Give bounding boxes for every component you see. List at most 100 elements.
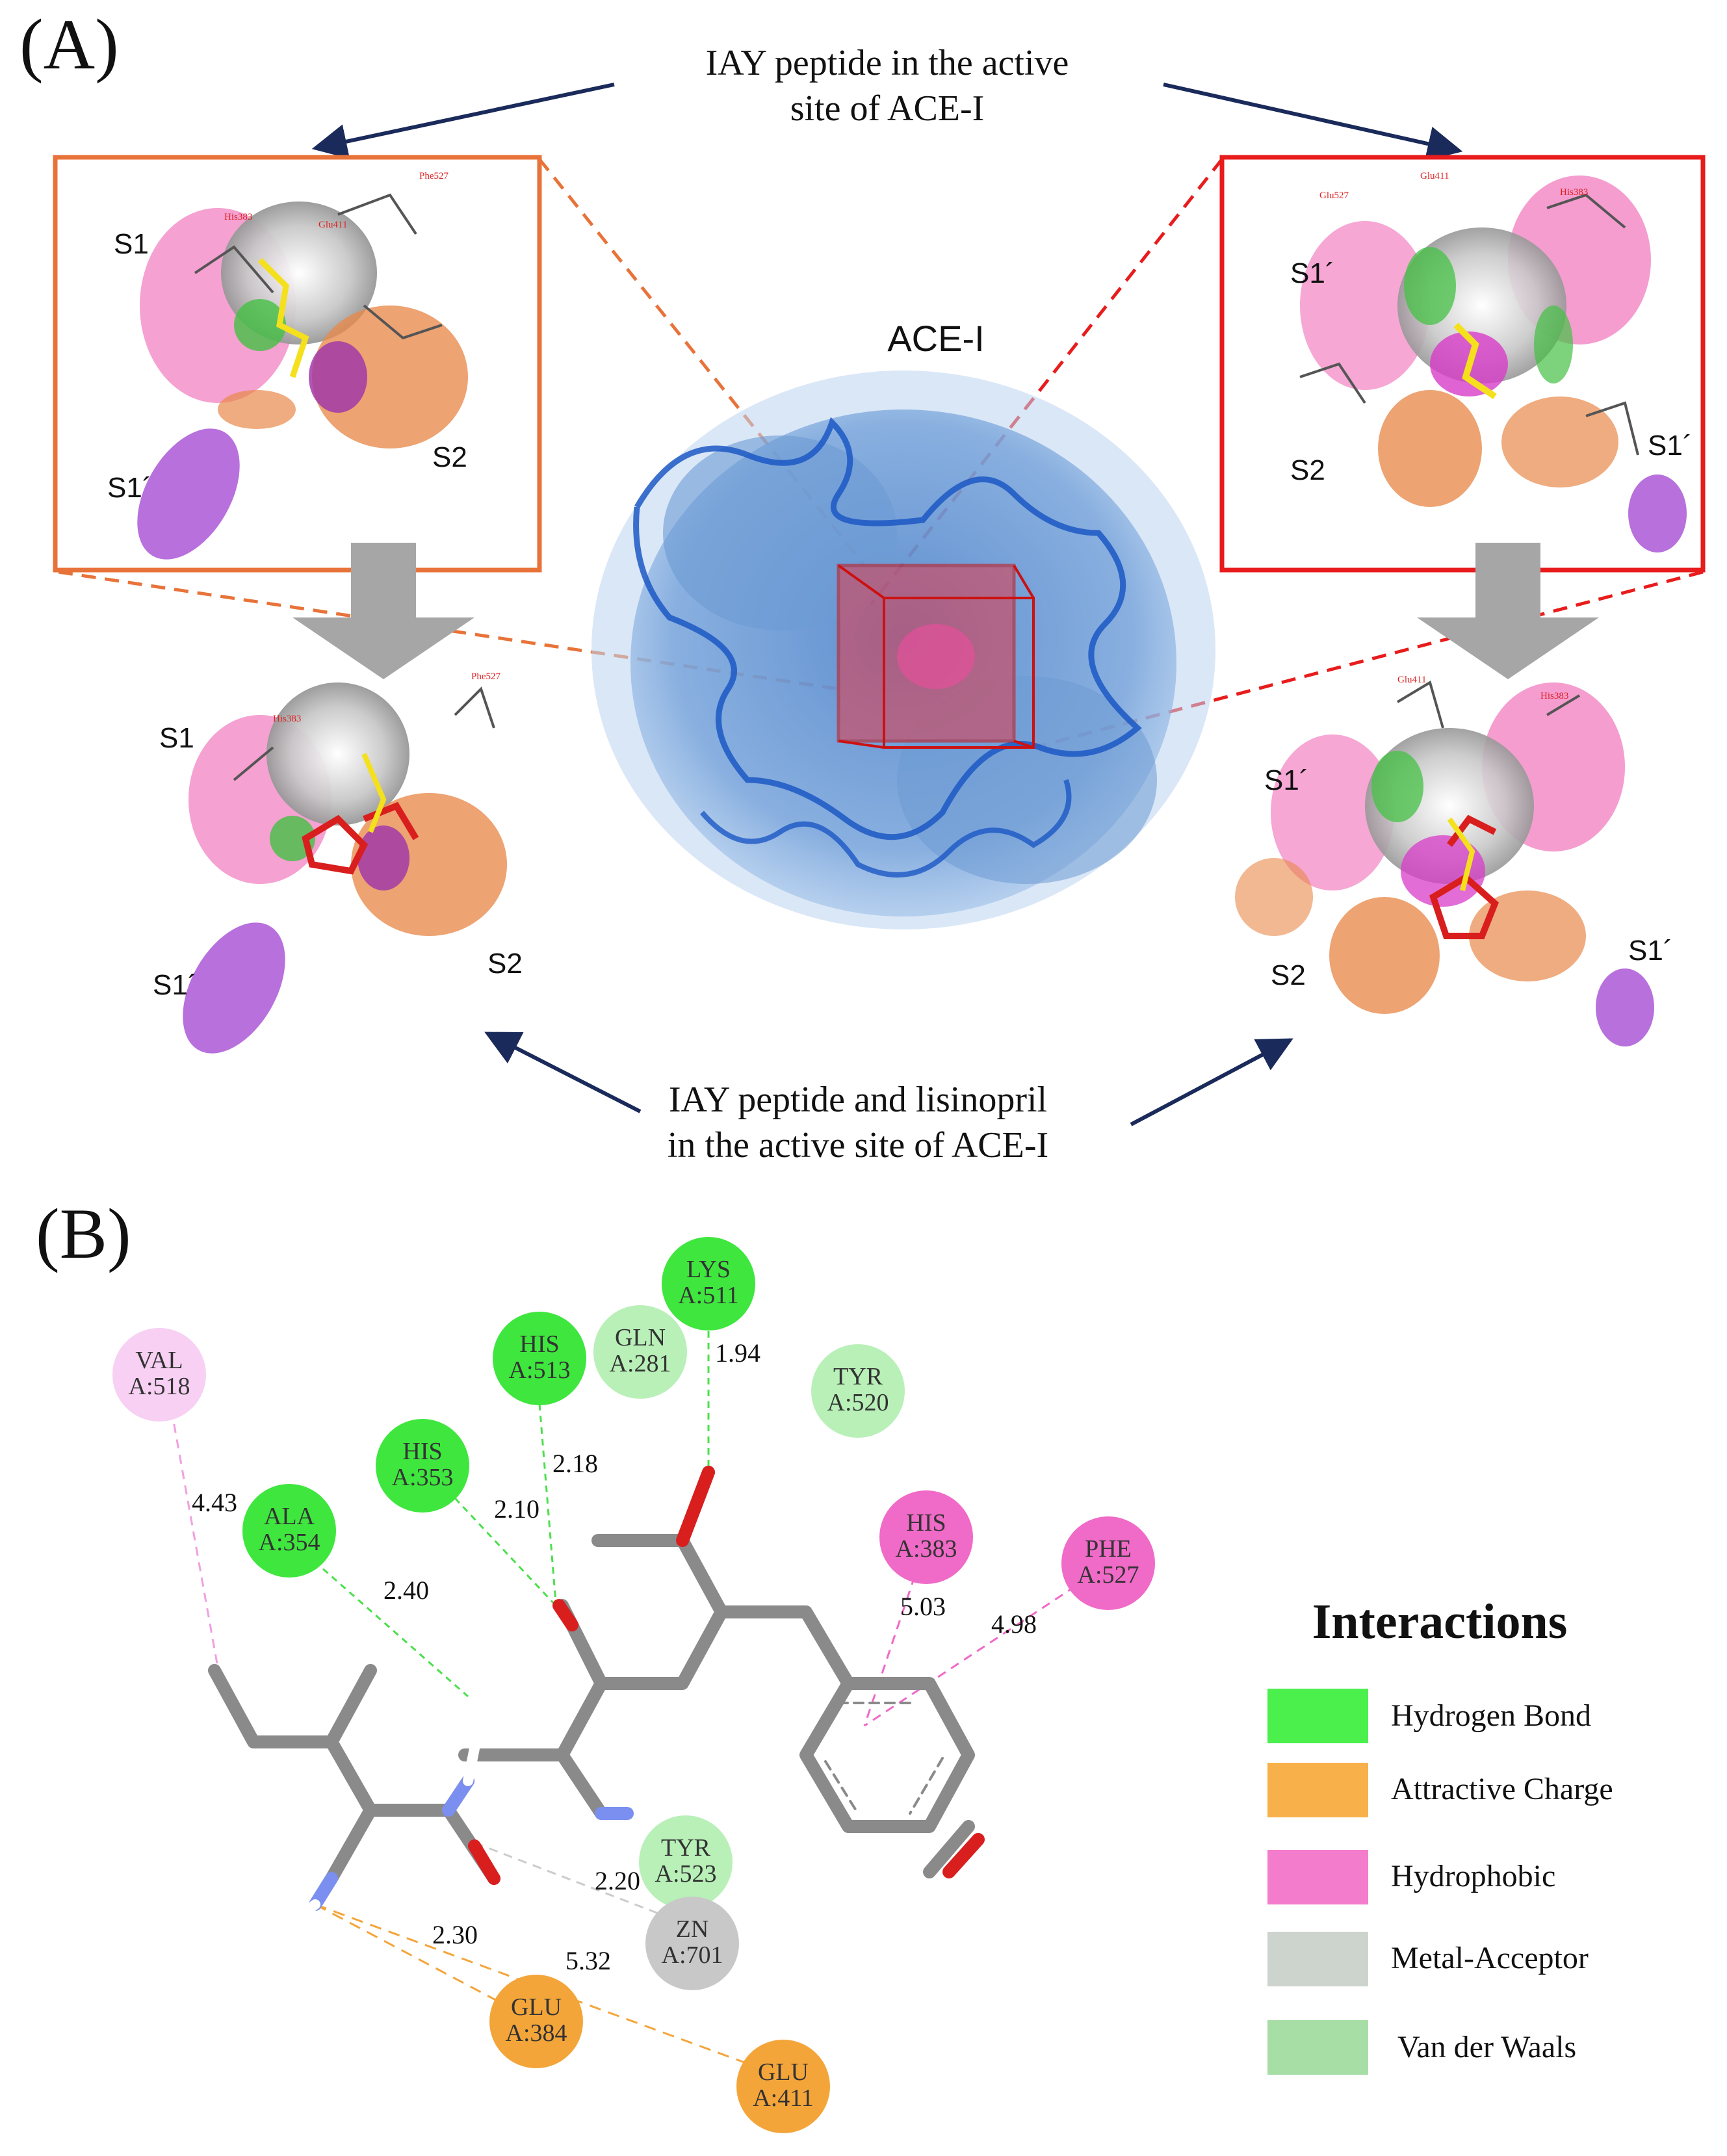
hydrophobic-line bbox=[164, 1377, 219, 1668]
hydrophobic-line bbox=[864, 1585, 1076, 1727]
residue-his-513: HIS A:513 bbox=[493, 1312, 586, 1405]
right-top-view: S1´ S2 S1´ Glu411 His383 Glu527 bbox=[1219, 155, 1706, 573]
svg-text:VAL: VAL bbox=[135, 1347, 183, 1374]
arrow-to-right-top bbox=[1163, 83, 1463, 161]
svg-text:A:383: A:383 bbox=[896, 1535, 957, 1563]
site-label-s2: S2 bbox=[487, 948, 523, 980]
bottom-caption-line-1: IAY peptide and lisinopril bbox=[669, 1080, 1047, 1120]
svg-text:LYS: LYS bbox=[686, 1256, 731, 1283]
left-top-view: S1 S1´ S2 His383 Glu411 Phe527 bbox=[53, 155, 542, 573]
site-label-s1-prime-2: S1´ bbox=[1628, 935, 1672, 967]
distance-labels: 1.94 2.18 2.10 4.43 2.40 5.03 4.98 2.20 … bbox=[192, 1338, 1037, 1975]
svg-text:A:384: A:384 bbox=[506, 2020, 567, 2047]
hydrophobic-line bbox=[863, 1561, 921, 1726]
residue-label: His383 bbox=[273, 714, 301, 724]
distance-label: 2.10 bbox=[494, 1494, 539, 1524]
site-label-s1-prime-2: S1´ bbox=[1648, 430, 1692, 461]
residue-zn-701: ZN A:701 bbox=[645, 1897, 739, 1990]
svg-text:A:511: A:511 bbox=[678, 1282, 739, 1309]
residue-gln-281: GLN A:281 bbox=[593, 1305, 687, 1399]
residue-label: His383 bbox=[1560, 187, 1588, 198]
distance-label: 2.30 bbox=[432, 1920, 478, 1949]
residue-tyr-523: TYR A:523 bbox=[639, 1815, 733, 1909]
svg-text:Van der Waals: Van der Waals bbox=[1397, 2030, 1576, 2064]
svg-text:GLU: GLU bbox=[511, 1994, 562, 2021]
block-arrow-right bbox=[1417, 543, 1599, 679]
legend-title: Interactions bbox=[1312, 1594, 1568, 1649]
site-label-s1-prime: S1´ bbox=[1290, 257, 1334, 289]
svg-text:HIS: HIS bbox=[519, 1331, 559, 1358]
svg-text:A:518: A:518 bbox=[129, 1373, 190, 1400]
residue-ala-354: ALA A:354 bbox=[242, 1484, 336, 1578]
interaction-lines bbox=[164, 1319, 1076, 2078]
right-bottom-view: S1´ S2 S1´ Glu411 His383 bbox=[1235, 675, 1672, 1046]
svg-text:A:520: A:520 bbox=[827, 1389, 889, 1416]
hbond-line bbox=[454, 1497, 557, 1607]
distance-label: 2.20 bbox=[595, 1866, 640, 1895]
site-label-s2: S2 bbox=[432, 441, 467, 473]
bottom-caption-line-2: in the active site of ACE-I bbox=[668, 1125, 1048, 1165]
site-label-s1-prime: S1´ bbox=[1264, 764, 1308, 796]
distance-label: 5.03 bbox=[900, 1592, 946, 1621]
distance-label: 2.18 bbox=[552, 1449, 598, 1478]
residue-val-518: VAL A:518 bbox=[112, 1328, 206, 1422]
svg-text:TYR: TYR bbox=[661, 1834, 711, 1862]
residue-his-353: HIS A:353 bbox=[376, 1419, 469, 1513]
residue-tyr-520: TYR A:520 bbox=[811, 1344, 905, 1438]
residue-lys-511: LYS A:511 bbox=[662, 1237, 755, 1331]
site-label-s1: S1 bbox=[159, 722, 194, 754]
distance-label: 2.40 bbox=[383, 1576, 429, 1605]
legend-item-hydrogen-bond: Hydrogen Bond bbox=[1267, 1689, 1591, 1743]
residue-glu-411: GLU A:411 bbox=[736, 2040, 830, 2133]
distance-label: 5.32 bbox=[565, 1946, 611, 1975]
svg-text:A:281: A:281 bbox=[610, 1350, 671, 1377]
svg-text:A:353: A:353 bbox=[392, 1464, 454, 1491]
residue-his-383: HIS A:383 bbox=[879, 1490, 973, 1584]
top-caption-line-1: IAY peptide in the active bbox=[706, 43, 1069, 83]
residue-glu-384: GLU A:384 bbox=[489, 1975, 583, 2068]
hbond-line bbox=[305, 1552, 469, 1698]
panel-a: (A) IAY peptide in the active site of AC… bbox=[19, 5, 1706, 1165]
arrow-to-right-bottom bbox=[1130, 1038, 1293, 1126]
legend-item-metal-acceptor: Metal-Acceptor bbox=[1267, 1932, 1589, 1986]
svg-text:A:701: A:701 bbox=[662, 1942, 723, 1969]
residue-phe-527: PHE A:527 bbox=[1061, 1516, 1155, 1610]
panel-a-label: (A) bbox=[19, 5, 119, 84]
svg-text:TYR: TYR bbox=[833, 1363, 883, 1390]
residue-label: His383 bbox=[224, 212, 252, 222]
residue-label: Glu411 bbox=[1397, 675, 1426, 685]
residue-label: Glu411 bbox=[1420, 171, 1449, 181]
svg-text:GLN: GLN bbox=[615, 1324, 666, 1351]
svg-text:ZN: ZN bbox=[676, 1916, 709, 1943]
svg-text:PHE: PHE bbox=[1085, 1535, 1132, 1563]
panel-b: (B) bbox=[36, 1194, 1613, 2133]
svg-text:A:411: A:411 bbox=[753, 2085, 814, 2112]
site-label-s1-prime: S1´ bbox=[107, 472, 151, 504]
arrow-to-left-bottom bbox=[484, 1032, 642, 1113]
svg-text:HIS: HIS bbox=[906, 1509, 946, 1537]
residue-nodes: LYS A:511 GLN A:281 HIS A:513 TYR A:520 … bbox=[112, 1237, 1155, 2133]
site-label-s1-prime: S1´ bbox=[153, 969, 197, 1001]
svg-text:ALA: ALA bbox=[264, 1503, 315, 1530]
svg-text:Attractive Charge: Attractive Charge bbox=[1391, 1772, 1613, 1806]
residue-label: Glu411 bbox=[318, 220, 347, 230]
hbond-line bbox=[538, 1403, 557, 1603]
svg-text:HIS: HIS bbox=[402, 1438, 442, 1465]
left-bottom-view: S1 S1´ S2 His383 Phe527 bbox=[153, 671, 523, 1054]
svg-text:A:523: A:523 bbox=[655, 1860, 717, 1888]
svg-text:A:527: A:527 bbox=[1078, 1561, 1139, 1589]
svg-text:Hydrophobic: Hydrophobic bbox=[1391, 1859, 1555, 1893]
distance-label: 4.43 bbox=[192, 1488, 237, 1517]
svg-text:A:354: A:354 bbox=[259, 1529, 320, 1556]
ligand-structure bbox=[208, 1466, 985, 1919]
ace-i-label: ACE-I bbox=[887, 318, 984, 359]
distance-label: 1.94 bbox=[715, 1338, 760, 1368]
ace-i-protein: ACE-I bbox=[591, 318, 1215, 929]
svg-text:GLU: GLU bbox=[758, 2059, 809, 2086]
legend-item-hydrophobic: Hydrophobic bbox=[1267, 1850, 1555, 1904]
svg-text:Hydrogen Bond: Hydrogen Bond bbox=[1391, 1698, 1591, 1733]
residue-label: His383 bbox=[1540, 691, 1568, 701]
charge-line bbox=[315, 1903, 537, 2023]
svg-text:A:513: A:513 bbox=[509, 1357, 571, 1384]
